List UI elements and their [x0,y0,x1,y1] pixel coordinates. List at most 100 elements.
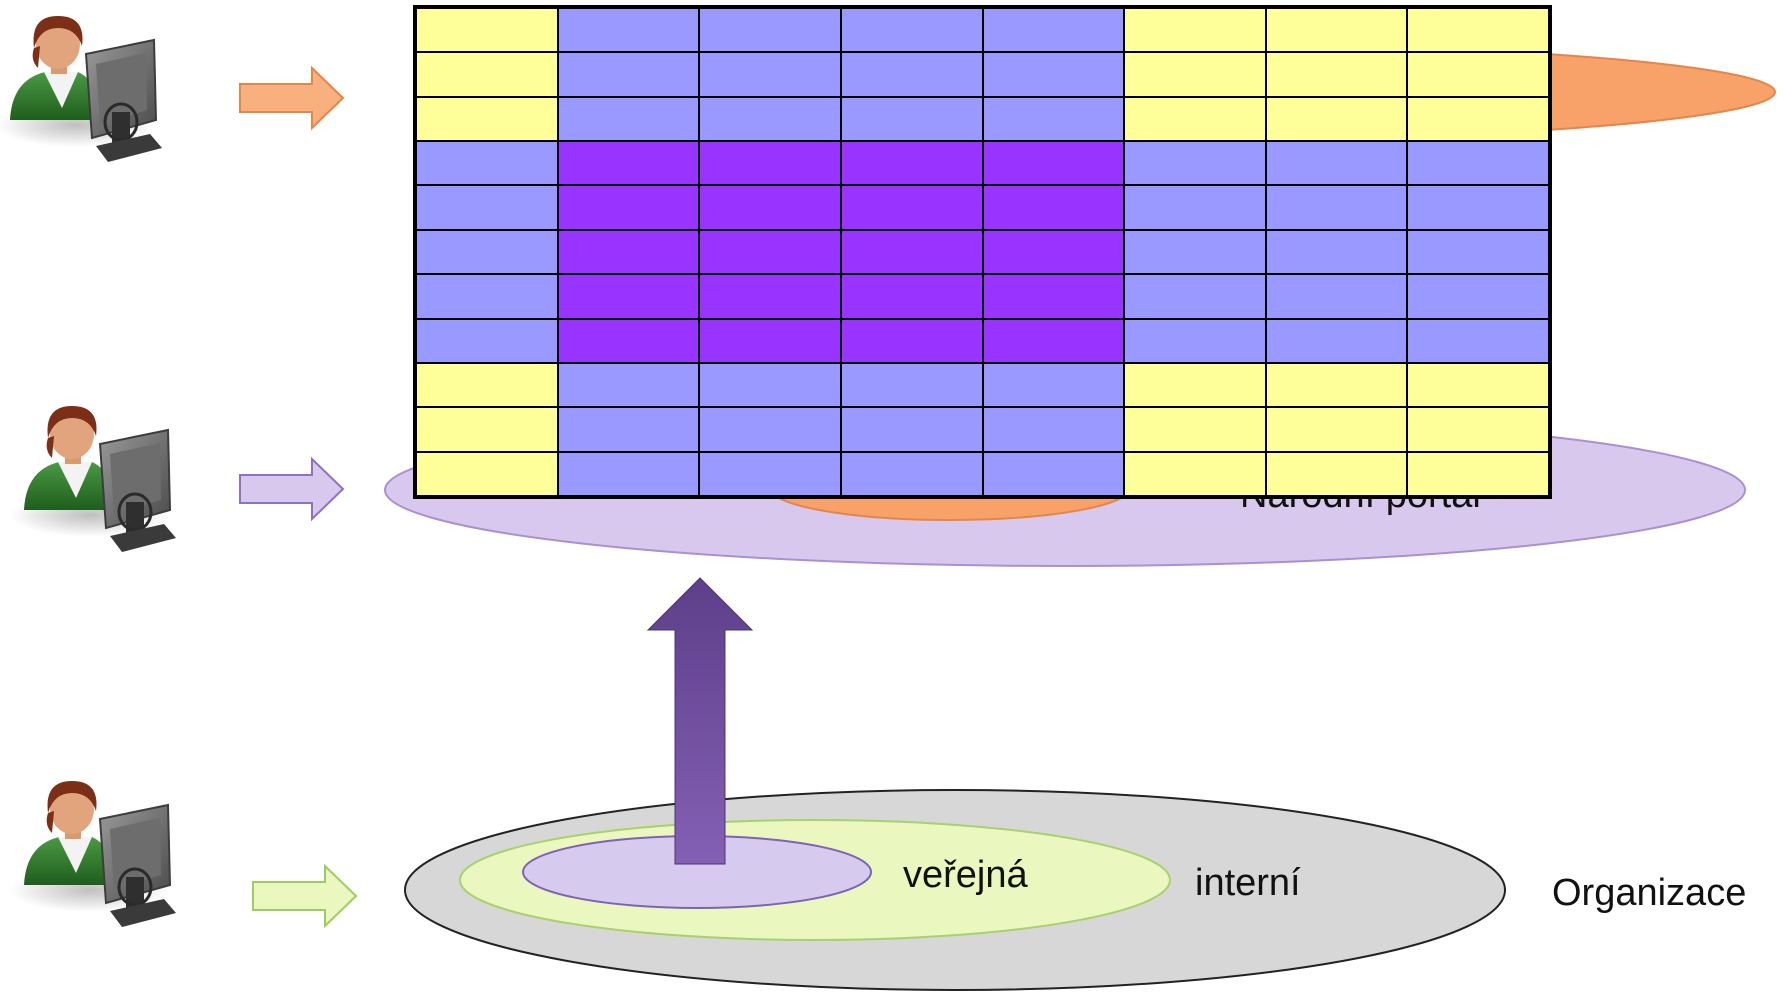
grid-cell-blue [983,408,1124,451]
grid-cell-purple [983,186,1124,229]
grid-cell-yellow [1266,452,1407,495]
grid-cell-purple [983,275,1124,318]
grid-cell-blue [1125,319,1265,362]
grid-cell-blue [700,53,840,96]
arrow-right-icon-top [239,65,345,131]
grid-cell-blue [417,142,557,185]
grid-cell-purple [558,186,699,229]
grid-cell-purple [558,319,699,362]
grid-cell-blue [841,97,982,141]
grid-cell-blue [700,9,840,52]
grid-cell-yellow [1266,97,1407,141]
grid-cell-blue [558,53,699,96]
layer-bottom-label: Organizace [1552,872,1747,914]
grid-cell-blue [983,452,1124,495]
grid-cell-blue [558,408,699,451]
grid-cell-yellow [1125,53,1265,96]
arrow-right-icon-middle [239,456,345,522]
ring-verejna-label: veřejná [903,854,1028,896]
grid-cell-blue [841,53,982,96]
grid-cell-yellow [1125,452,1265,495]
grid-cell-yellow [1408,53,1548,96]
grid-cell-purple [558,230,699,274]
grid-cell-purple [558,142,699,185]
grid-cell-yellow [417,53,557,96]
grid-cell-yellow [1125,363,1265,407]
grid-cell-purple [700,275,840,318]
grid-cell-blue [983,363,1124,407]
grid-cell-blue [417,186,557,229]
grid-cell-blue [558,9,699,52]
grid-cell-purple [841,142,982,185]
grid-cell-blue [1266,275,1407,318]
grid-cell-purple [841,186,982,229]
grid-cell-purple [983,142,1124,185]
grid-cell-blue [1408,275,1548,318]
grid-cell-purple [841,319,982,362]
grid-cell-blue [1408,319,1548,362]
grid-cell-yellow [1125,9,1265,52]
grid-cell-blue [1266,186,1407,229]
ring-interni-label: interní [1195,862,1301,904]
grid-cell-blue [558,363,699,407]
matrix-grid [413,5,1552,499]
grid-cell-blue [983,53,1124,96]
grid-cell-purple [700,186,840,229]
up-arrow-icon [646,577,754,865]
arrow-right-icon-bottom [252,863,358,929]
grid-cell-blue [1266,142,1407,185]
grid-cell-purple [983,319,1124,362]
grid-cell-blue [558,452,699,495]
grid-cell-yellow [1125,97,1265,141]
grid-cell-blue [1125,186,1265,229]
grid-cell-purple [841,230,982,274]
grid-cell-blue [841,452,982,495]
grid-cell-yellow [417,452,557,495]
user-at-computer-icon-top [0,14,164,164]
grid-cell-yellow [1266,53,1407,96]
user-at-computer-icon-bottom [7,779,178,929]
grid-cell-blue [417,230,557,274]
grid-cell-yellow [1408,97,1548,141]
grid-cell-purple [983,230,1124,274]
grid-cell-blue [558,97,699,141]
grid-cell-blue [700,408,840,451]
grid-cell-blue [700,363,840,407]
grid-cell-blue [1266,319,1407,362]
grid-cell-purple [558,275,699,318]
grid-cell-yellow [1408,408,1548,451]
grid-cell-yellow [417,363,557,407]
grid-cell-blue [841,9,982,52]
grid-cell-yellow [1408,363,1548,407]
grid-cell-yellow [417,408,557,451]
grid-cell-blue [417,319,557,362]
grid-cell-blue [1408,186,1548,229]
grid-cell-yellow [1408,452,1548,495]
grid-cell-blue [700,97,840,141]
grid-cell-yellow [1125,408,1265,451]
grid-cell-blue [841,408,982,451]
grid-cell-yellow [1266,363,1407,407]
grid-cell-blue [1408,230,1548,274]
grid-cell-yellow [417,97,557,141]
grid-cell-yellow [417,9,557,52]
grid-cell-blue [1125,230,1265,274]
grid-cell-purple [841,275,982,318]
grid-cell-yellow [1266,9,1407,52]
grid-cell-blue [417,275,557,318]
grid-cell-purple [700,142,840,185]
grid-cell-blue [1266,230,1407,274]
grid-cell-purple [700,230,840,274]
grid-cell-yellow [1408,9,1548,52]
grid-cell-blue [1408,142,1548,185]
grid-cell-blue [983,9,1124,52]
grid-cell-blue [841,363,982,407]
grid-cell-blue [1125,142,1265,185]
grid-cell-blue [983,97,1124,141]
grid-cell-blue [1125,275,1265,318]
grid-cell-blue [700,452,840,495]
grid-cell-purple [700,319,840,362]
grid-cell-yellow [1266,408,1407,451]
user-at-computer-icon-middle [7,404,178,554]
